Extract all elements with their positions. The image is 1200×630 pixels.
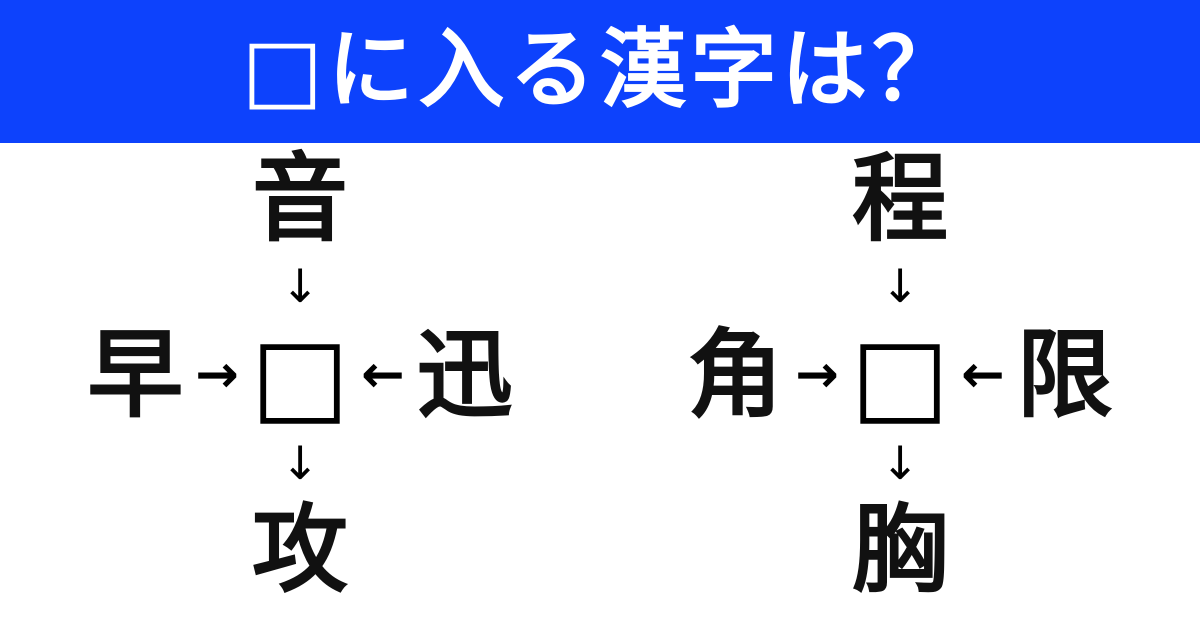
kanji-bottom: 胸 [852,494,948,606]
kanji-top: 音 [252,143,348,255]
kanji-right: 迅 [416,318,513,431]
arrow-down-icon: ↓ [280,259,320,313]
arrow-right-icon: → [195,344,239,405]
arrow-down-icon: ↓ [880,259,920,313]
kanji-right: 限 [1016,318,1113,431]
kanji-left: 角 [687,318,784,431]
kanji-bottom: 攻 [252,494,348,606]
header-banner: □に入る漢字は？ [0,0,1200,143]
puzzle-area: 音 ↓ 早 → □ ← 迅 ↓ 攻 程 ↓ 角 → [0,143,1200,630]
kanji-top: 程 [852,143,948,255]
kanji-left: 早 [87,318,184,431]
page-title: □に入る漢字は？ [241,19,963,120]
kanji-answer-box[interactable]: □ [850,313,950,436]
puzzle-middle-row-left: 早 → □ ← 迅 [0,323,600,427]
puzzle-group-left: 音 ↓ 早 → □ ← 迅 ↓ 攻 [0,143,600,630]
puzzle-group-right: 程 ↓ 角 → □ ← 限 ↓ 胸 [600,143,1200,630]
arrow-right-icon: → [795,344,839,405]
arrow-left-icon: ← [961,344,1005,405]
arrow-down-icon: ↓ [280,436,320,490]
arrow-left-icon: ← [361,344,405,405]
puzzle-middle-row-right: 角 → □ ← 限 [600,323,1200,427]
puzzle-grid-left: 音 ↓ 早 → □ ← 迅 ↓ 攻 [0,143,600,630]
arrow-down-icon: ↓ [880,436,920,490]
puzzle-grid-right: 程 ↓ 角 → □ ← 限 ↓ 胸 [600,143,1200,630]
kanji-answer-box[interactable]: □ [250,313,350,436]
